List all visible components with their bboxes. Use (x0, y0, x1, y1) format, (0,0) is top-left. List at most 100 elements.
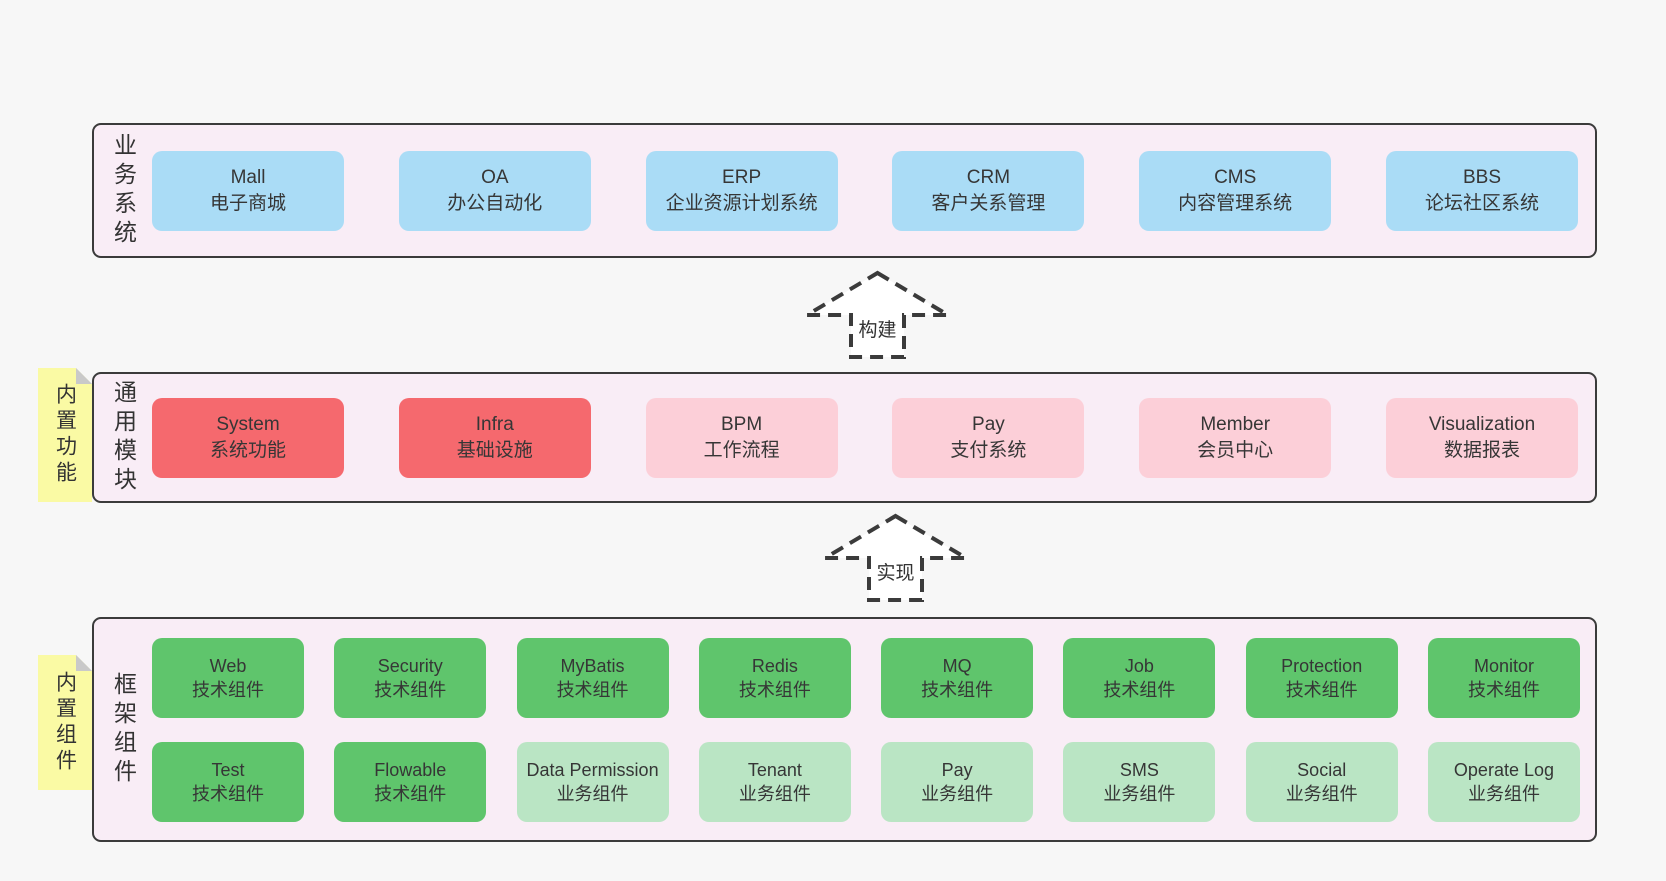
box-infra: Infra 基础设施 (398, 397, 591, 478)
components-grid: Web 技术组件 Security 技术组件 MyBatis 技术组件 Redi… (152, 637, 1595, 822)
box-subtitle: 技术组件 (374, 679, 447, 700)
box-system: System 系统功能 (152, 397, 344, 478)
box-title: Visualization (1428, 413, 1536, 435)
section-common-modules: 通用模块 System 系统功能 Infra 基础设施 BPM 工作流程 Pay… (92, 372, 1597, 503)
box-crm: CRM 客户关系管理 (892, 150, 1085, 231)
box-subtitle: 技术组件 (1467, 679, 1540, 700)
box-mybatis: MyBatis 技术组件 (516, 637, 669, 718)
box-title: CRM (966, 166, 1011, 188)
box-protection: Protection 技术组件 (1245, 637, 1398, 718)
business-box-row: Mall 电子商城 OA 办公自动化 ERP 企业资源计划系统 CRM 客户关系… (152, 150, 1595, 231)
box-pay-business: Pay 业务组件 (881, 741, 1034, 822)
box-title: MQ (942, 655, 972, 676)
box-subtitle: 技术组件 (192, 679, 264, 700)
box-title: System (216, 413, 280, 435)
box-title: Redis (751, 655, 798, 676)
box-web: Web 技术组件 (152, 637, 304, 718)
section-label-modules: 通用模块 (94, 380, 152, 496)
box-subtitle: 客户关系管理 (931, 192, 1046, 214)
box-subtitle: 技术组件 (1103, 679, 1176, 700)
box-tenant: Tenant 业务组件 (698, 741, 851, 822)
box-sms: SMS 业务组件 (1063, 741, 1216, 822)
box-subtitle: 业务组件 (738, 783, 811, 804)
section-label-text: 业务系统 (110, 132, 137, 249)
box-visualization: Visualization 数据报表 (1385, 397, 1578, 478)
box-title: Mall (230, 166, 266, 188)
box-title: Test (211, 759, 245, 780)
box-subtitle: 业务组件 (1103, 783, 1176, 804)
box-title: ERP (722, 166, 762, 188)
box-title: Tenant (747, 759, 802, 780)
components-row-1: Web 技术组件 Security 技术组件 MyBatis 技术组件 Redi… (152, 637, 1580, 718)
box-title: Flowable (374, 759, 447, 780)
box-oa: OA 办公自动化 (398, 150, 591, 231)
box-subtitle: 技术组件 (374, 783, 447, 804)
box-mq: MQ 技术组件 (881, 637, 1034, 718)
sticky-note-builtin-features: 内置功能 (38, 368, 92, 502)
box-title: Pay (941, 759, 973, 780)
box-title: Social (1297, 759, 1347, 780)
implement-arrow: 实现 (817, 513, 974, 603)
box-erp: ERP 企业资源计划系统 (645, 150, 838, 231)
box-bbs: BBS 论坛社区系统 (1385, 150, 1578, 231)
section-label-components: 框架组件 (94, 672, 152, 788)
box-subtitle: 业务组件 (921, 783, 994, 804)
sticky-note-text: 内置功能 (53, 383, 77, 487)
box-title: BBS (1462, 166, 1501, 188)
box-title: SMS (1119, 759, 1159, 780)
box-security: Security 技术组件 (334, 637, 487, 718)
build-arrow: 构建 (799, 270, 956, 360)
box-subtitle: 基础设施 (456, 439, 533, 461)
box-subtitle: 企业资源计划系统 (665, 192, 818, 214)
box-title: Protection (1281, 655, 1363, 676)
box-job: Job 技术组件 (1063, 637, 1216, 718)
box-flowable: Flowable 技术组件 (334, 741, 487, 822)
box-social: Social 业务组件 (1245, 741, 1398, 822)
modules-box-row: System 系统功能 Infra 基础设施 BPM 工作流程 Pay 支付系统… (152, 397, 1595, 478)
box-data-permission: Data Permission 业务组件 (516, 741, 669, 822)
box-subtitle: 办公自动化 (447, 192, 543, 214)
box-title: Web (209, 655, 247, 676)
box-title: MyBatis (560, 655, 625, 676)
box-pay: Pay 支付系统 (892, 397, 1085, 478)
box-subtitle: 技术组件 (921, 679, 994, 700)
section-framework-components: 框架组件 Web 技术组件 Security 技术组件 MyBatis 技术组件… (92, 617, 1597, 842)
box-test: Test 技术组件 (152, 741, 304, 822)
up-arrow-icon (817, 513, 974, 602)
box-title: Monitor (1473, 655, 1534, 676)
build-arrow-label: 构建 (858, 320, 897, 341)
implement-arrow-label: 实现 (876, 563, 915, 584)
box-operate-log: Operate Log 业务组件 (1427, 741, 1580, 822)
box-subtitle: 业务组件 (1467, 783, 1540, 804)
box-subtitle: 技术组件 (192, 783, 264, 804)
box-title: Data Permission (526, 759, 659, 780)
box-title: OA (481, 166, 509, 188)
box-title: Pay (972, 413, 1005, 435)
box-member: Member 会员中心 (1139, 397, 1332, 478)
box-subtitle: 技术组件 (1285, 679, 1358, 700)
section-label-text: 通用模块 (110, 379, 137, 496)
box-subtitle: 工作流程 (703, 439, 780, 461)
folded-corner-icon (76, 368, 92, 384)
folded-corner-icon (76, 655, 92, 671)
box-monitor: Monitor 技术组件 (1427, 637, 1580, 718)
box-title: Infra (475, 413, 514, 435)
section-label-text: 框架组件 (110, 671, 137, 788)
box-subtitle: 论坛社区系统 (1424, 192, 1539, 214)
box-subtitle: 电子商城 (209, 192, 286, 214)
box-title: Security (377, 655, 443, 676)
box-title: Operate Log (1453, 759, 1554, 780)
box-title: Job (1124, 655, 1154, 676)
box-title: BPM (721, 413, 763, 435)
box-title: Member (1200, 413, 1271, 435)
box-subtitle: 内容管理系统 (1178, 192, 1293, 214)
up-arrow-icon (799, 270, 956, 359)
box-redis: Redis 技术组件 (698, 637, 851, 718)
section-label-business: 业务系统 (94, 133, 152, 249)
box-subtitle: 会员中心 (1197, 439, 1274, 461)
box-subtitle: 技术组件 (556, 679, 629, 700)
box-mall: Mall 电子商城 (152, 150, 344, 231)
box-subtitle: 业务组件 (1285, 783, 1358, 804)
sticky-note-builtin-components: 内置组件 (38, 655, 92, 790)
